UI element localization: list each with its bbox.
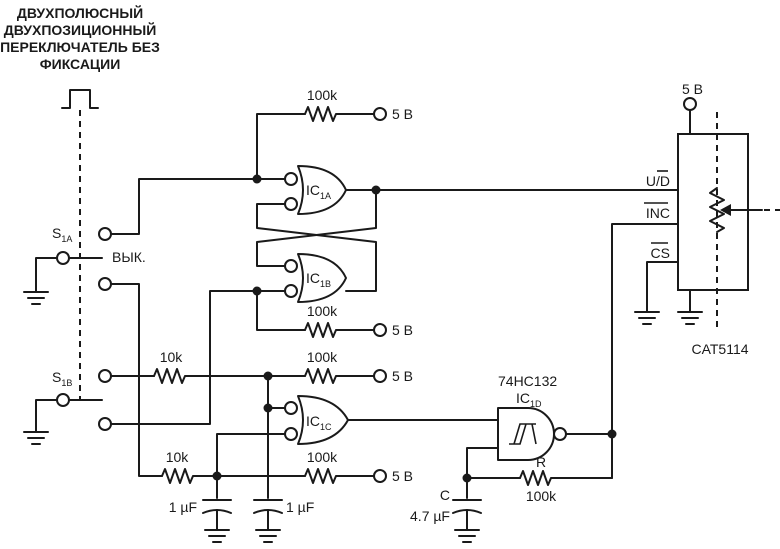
wire-cross-2 [256,189,377,267]
r-fb-name: R [536,454,546,470]
resistor-row4-100k: 100k [304,449,340,484]
supply-terminal-row4 [373,469,387,483]
off-label: ВЫК. [112,249,146,265]
pot-wiper-arrow [720,204,731,216]
junction-dots [212,174,617,483]
pot-body [677,133,749,291]
r-row4-right-value: 100k [307,449,338,465]
s1b-contact-bottom [98,417,112,431]
gate-ic1b: IC1B [284,253,347,303]
resistor-feedback: R 100k [519,454,557,504]
s1a-label: S1A [52,225,72,244]
capacitor-c2: 1 µF [253,499,314,543]
capacitor-c: C 4.7 µF [410,487,482,543]
c2-value: 1 µF [286,499,314,515]
gate-ic1a: IC1A [284,165,347,215]
ground-symbol [23,291,49,305]
resistor-top-100k: 100k [304,87,340,122]
caption-line-3: ПЕРЕКЛЮЧАТЕЛЬ БЕЗ [0,39,160,55]
ic1a-input-bubble-1 [284,172,298,186]
ic1b-input-bubble-2 [284,284,298,298]
wire-ic1c-in2 [216,433,285,477]
s1a-contact-top [98,227,112,241]
capacitor-c1: 1 µF [169,499,232,543]
pin-inc-label: INC [646,205,670,221]
ic1c-input-bubble-2 [284,427,298,441]
supply-label-pot: 5 В [682,81,703,97]
ground-symbol [677,311,703,325]
caption-line-4: ФИКСАЦИИ [40,56,121,72]
schmitt-trigger-icon [509,423,537,445]
pushbutton-actuator [61,89,99,109]
resistor-row4-10k: 10k [161,449,197,484]
r-row3-right-value: 100k [307,349,338,365]
ic1b-label: IC1B [306,270,331,289]
r-mid-value: 100k [307,303,338,319]
ic1d-part-label: 74HC132 [498,373,557,389]
ground-symbol [634,311,660,325]
r-row3-left-value: 10k [160,349,184,365]
caption-line-1: ДВУХПОЛЮСНЫЙ [17,4,143,21]
wire-top-pullup [256,113,306,180]
c1-value: 1 µF [169,499,197,515]
switch-s1b: S1B [23,369,112,445]
s1a-contact-bottom [98,277,112,291]
s1b-common [56,393,70,407]
resistor-mid-100k: 100k [304,303,340,338]
ic1c-input-bubble-1 [284,401,298,415]
s1b-ground-wire [35,399,58,433]
supply-terminal-pot [683,97,697,111]
s1b-label: S1B [52,369,72,388]
pot-resistor [709,187,725,233]
wire-s1a-bottom [110,283,163,477]
ic1d-label: IC1D [516,390,542,409]
wire-cs-ground [646,261,679,313]
switch-s1a: S1A ВЫК. [23,225,146,305]
supply-terminal-mid [373,323,387,337]
supply-terminal-row3 [373,369,387,383]
r-row4-left-value: 10k [166,449,190,465]
supply-label-row3: 5 В [392,368,413,384]
switch-caption: ДВУХПОЛЮСНЫЙ ДВУХПОЗИЦИОННЫЙ ПЕРЕКЛЮЧАТЕ… [0,4,160,72]
potentiometer-cat5114: 5 В U/D INC CS CAT5114 [634,81,780,357]
wires-latch [110,113,679,425]
s1b-contact-top [98,369,112,383]
c-value: 4.7 µF [410,508,450,524]
wire-s1a-to-ic1a [110,178,285,235]
s1a-ground-wire [35,257,58,293]
supply-terminal-top [373,107,387,121]
ground-symbol [23,431,49,445]
wire-ic1d-in2 [466,447,499,499]
pushbutton-switch [61,89,99,400]
ic1c-label: IC1C [306,413,332,432]
gate-ic1d: 74HC132 IC1D [497,373,567,461]
pot-part-label: CAT5114 [691,341,748,357]
ic1b-input-bubble-1 [284,259,298,273]
resistor-row3-100k: 100k [304,349,340,384]
pin-ud-label: U/D [646,173,670,189]
r-top-value: 100k [307,87,338,103]
c-name: C [440,487,450,503]
wires-row4 [110,283,375,499]
wire-s1b-to-ic1b [110,290,285,425]
ic1a-label: IC1A [306,182,331,201]
ic1d-output-bubble [553,427,567,441]
wire-mid-pullup [256,290,306,331]
gate-ic1c: IC1C [284,395,349,445]
wires-row3 [110,375,375,499]
s1a-common [56,251,70,265]
supply-label-mid: 5 В [392,322,413,338]
supply-label-top: 5 В [392,106,413,122]
r-fb-value: 100k [526,488,557,504]
ic1a-input-bubble-2 [284,197,298,211]
pin-cs-label: CS [651,245,670,261]
caption-line-2: ДВУХПОЗИЦИОННЫЙ [4,21,157,38]
wire-to-inc [611,223,679,479]
supply-label-row4: 5 В [392,468,413,484]
resistor-row3-10k: 10k [153,349,189,384]
